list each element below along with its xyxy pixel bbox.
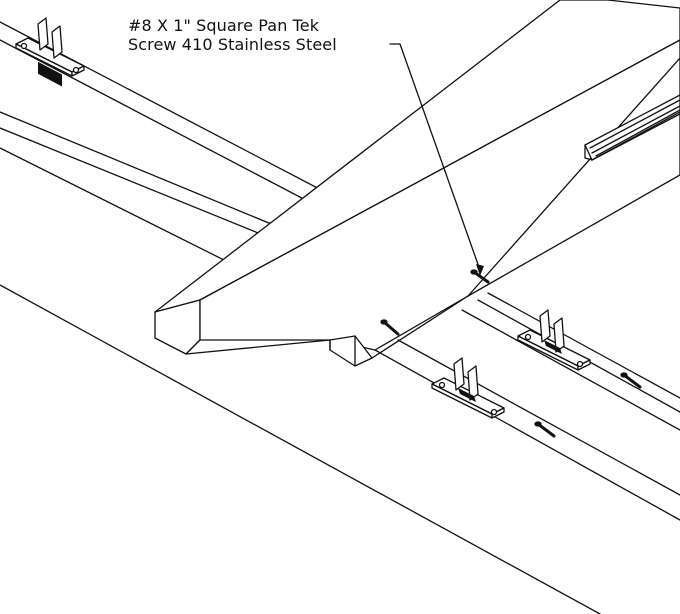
bracket-top-left <box>15 17 85 87</box>
bracket-right <box>517 309 591 371</box>
screw-on-beam-side <box>380 319 400 336</box>
screw-lower-middle <box>534 421 556 438</box>
aluminum-rail <box>584 94 680 161</box>
lower-long-line <box>0 284 601 614</box>
bracket-middle <box>431 357 505 419</box>
callout-line-1: #8 X 1" Square Pan Tek <box>128 16 320 35</box>
beam <box>154 0 680 367</box>
screw-lower-right <box>620 372 642 389</box>
screw-on-beam-top <box>470 269 490 284</box>
screw-callout-label: #8 X 1" Square Pan Tek Screw 410 Stainle… <box>128 16 337 54</box>
upper-deck-lines <box>0 21 351 269</box>
callout-line-2: Screw 410 Stainless Steel <box>128 35 337 54</box>
lower-deck-lines <box>374 292 680 521</box>
callout-leader <box>389 43 481 271</box>
